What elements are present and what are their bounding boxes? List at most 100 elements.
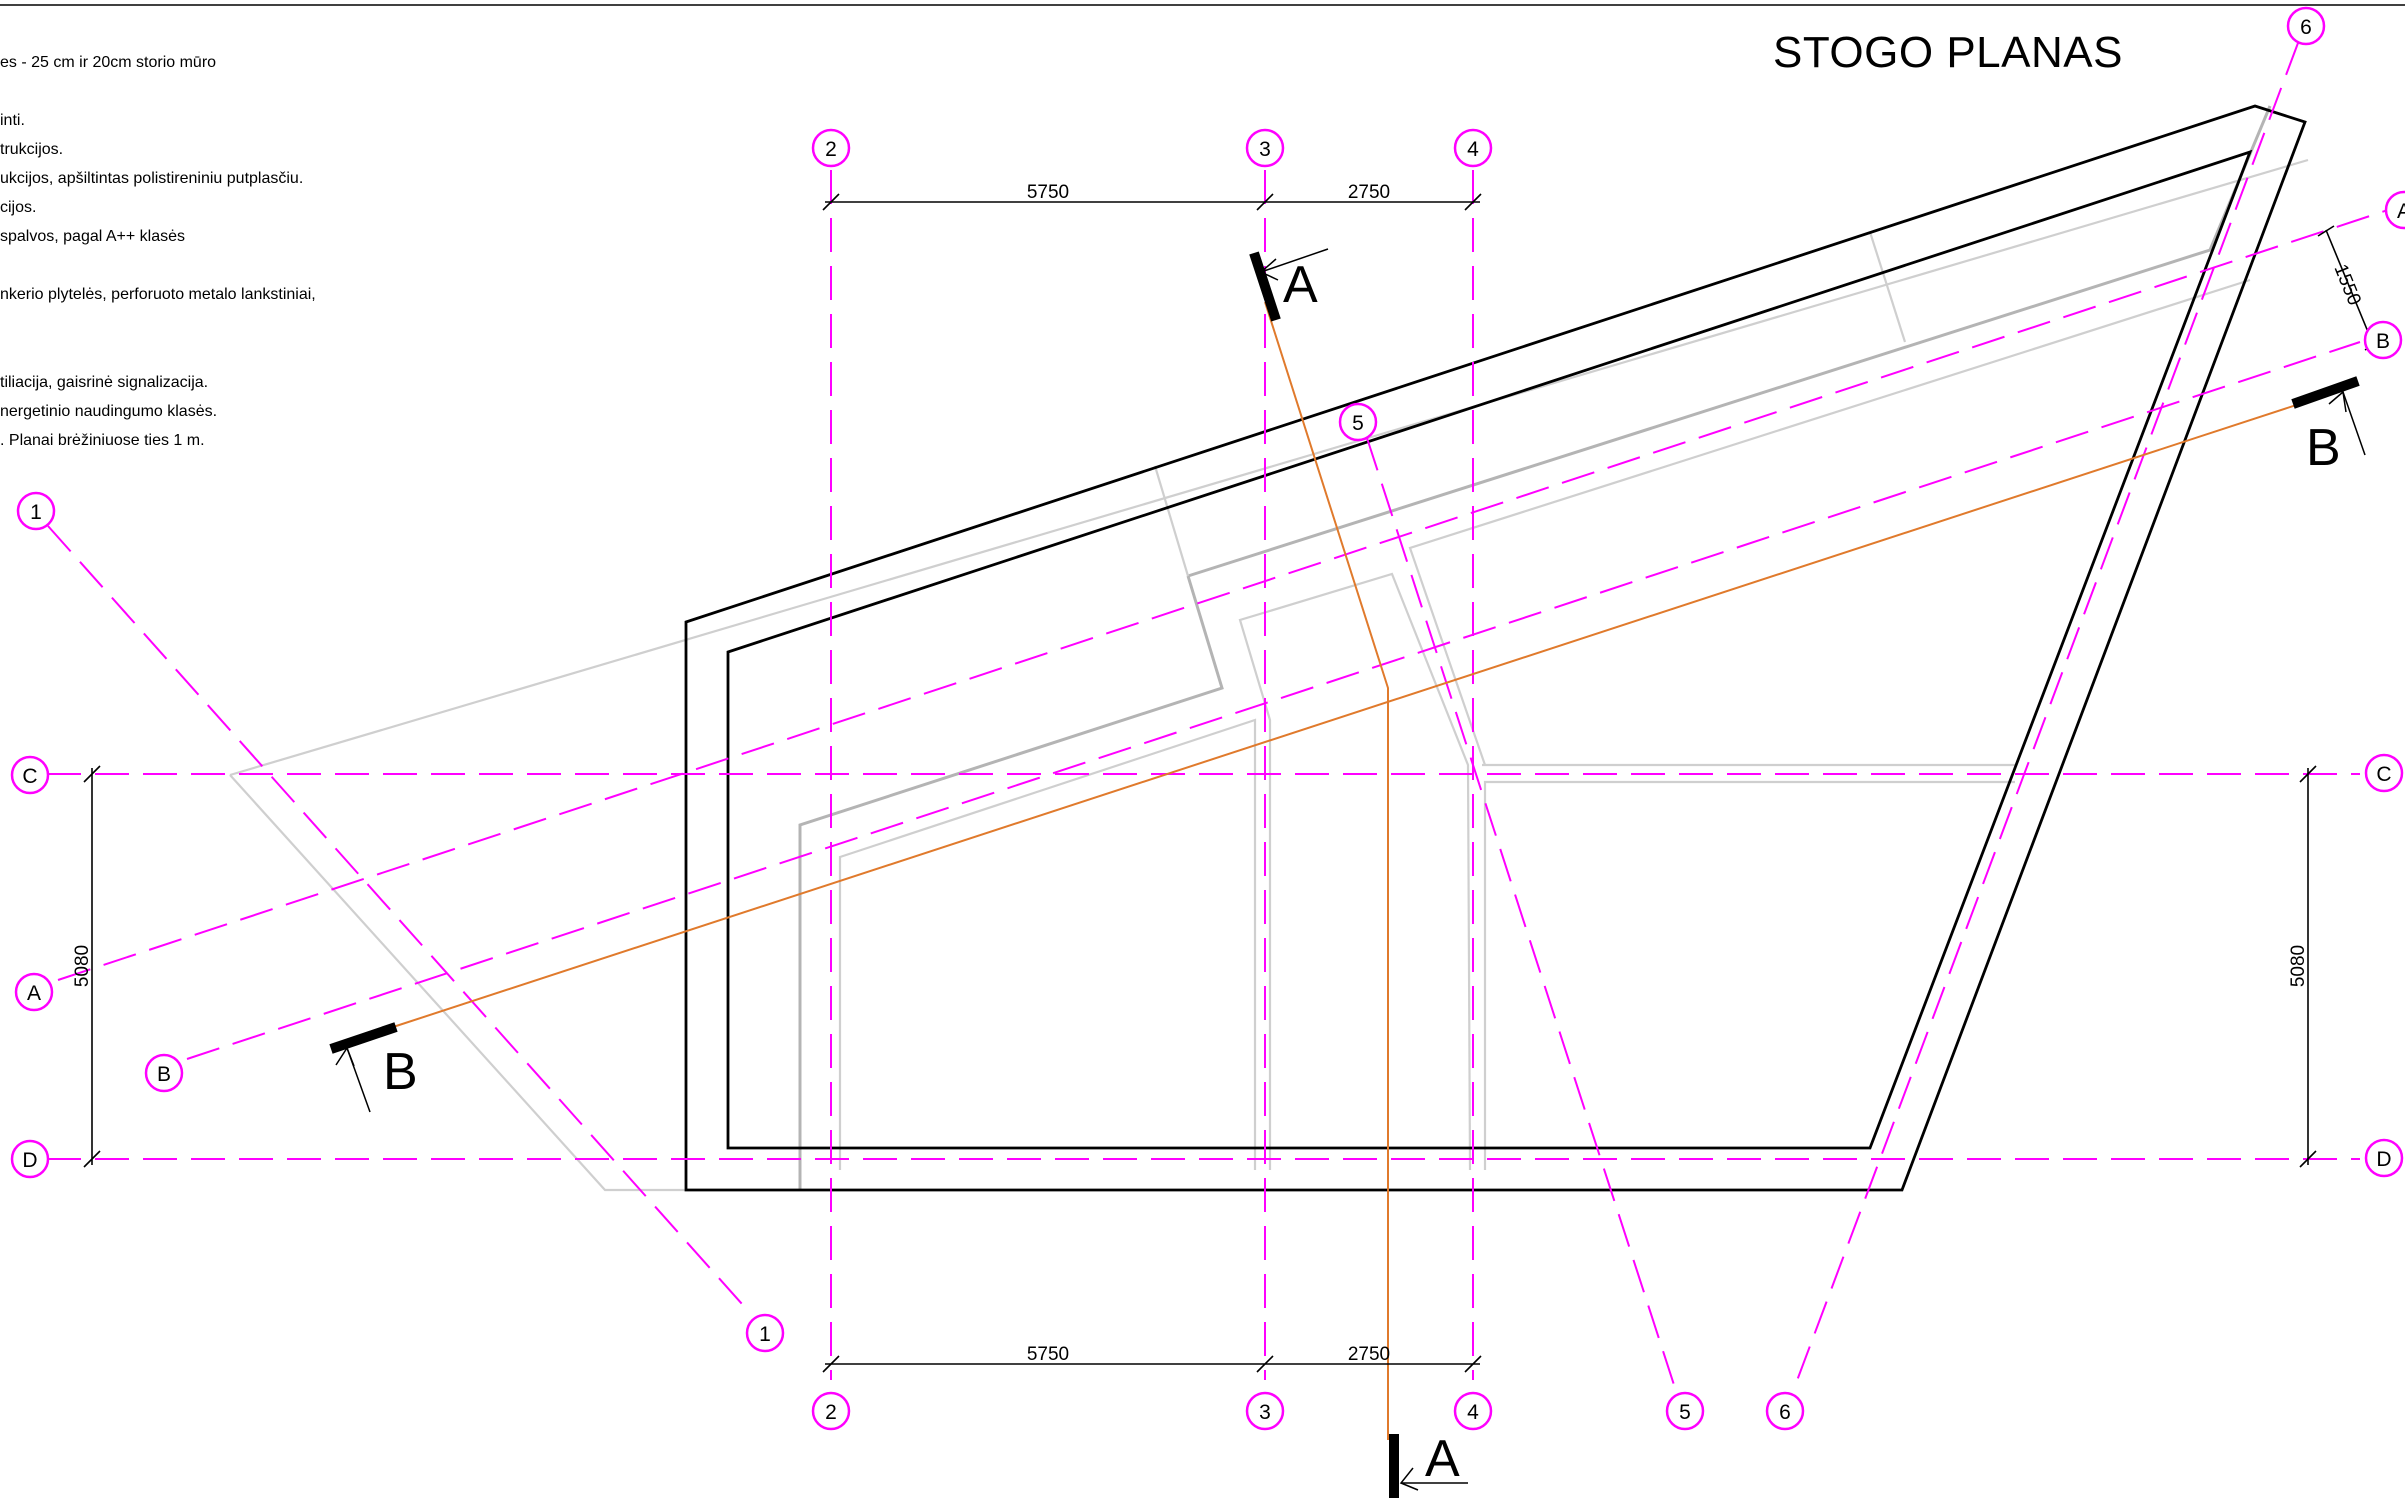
note-line-4: ukcijos, apšiltintas polistireniniu putp…	[0, 170, 304, 187]
axis-label-3-bottom: 3	[1259, 1401, 1271, 1424]
axis-label-C-right: C	[2376, 763, 2391, 786]
axis-bubble-D-left: D	[10, 1139, 50, 1179]
axis-bubble-2-bottom: 2	[811, 1391, 851, 1431]
axis-bubble-5-top: 5	[1338, 402, 1378, 442]
note-line-7: nkerio plytelės, perforuoto metalo lanks…	[0, 286, 316, 303]
dim-tick-left-d	[83, 1150, 101, 1168]
dim-tick-top-3	[1256, 193, 1274, 211]
section-marker-b-right: B	[2291, 376, 2366, 477]
roof-ridge-left	[1153, 465, 1190, 577]
dim-text-top-2-3: 5750	[1027, 182, 1069, 203]
grid-line-5	[1366, 437, 1676, 1389]
axis-label-A-right: A	[2397, 200, 2405, 223]
dim-tick-right-d	[2299, 1150, 2317, 1168]
grid-lines	[47, 42, 2389, 1389]
axis-bubble-5-bottom: 5	[1665, 1391, 1705, 1431]
axis-bubble-6-top: 6	[2286, 6, 2326, 46]
dim-tick-top-4	[1464, 193, 1482, 211]
dim-tick-bottom-4	[1464, 1355, 1482, 1373]
dim-tick-a	[2317, 225, 2335, 237]
axis-label-3-top: 3	[1259, 138, 1271, 161]
note-line-2: inti.	[0, 112, 25, 129]
axis-label-C-left: C	[22, 765, 37, 788]
section-label-b-left: B	[383, 1043, 418, 1101]
wall-room-right-upper	[1408, 278, 2251, 766]
building-outline-outer	[684, 104, 2307, 1192]
dim-text-left: 5080	[72, 945, 93, 987]
wall-inner-left	[798, 575, 1224, 1190]
axis-bubble-3-top: 3	[1245, 128, 1285, 168]
wall-room-left	[838, 718, 1257, 1170]
axis-bubble-D-right: D	[2364, 1138, 2404, 1178]
axis-bubble-6-bottom: 6	[1765, 1391, 1805, 1431]
axis-label-1-top: 1	[30, 501, 42, 524]
section-label-a-bottom: A	[1425, 1430, 1460, 1488]
roof-ridge-right	[1868, 231, 1907, 343]
drawing-title: STOGO PLANAS	[1773, 28, 2123, 77]
axis-bubble-1-top: 1	[16, 491, 56, 531]
axis-label-6-top: 6	[2300, 16, 2312, 39]
axis-label-A-left: A	[27, 982, 41, 1005]
section-lines	[389, 301, 2331, 1440]
wall-room-mid	[1238, 572, 1472, 1171]
dim-line-a-b	[2325, 229, 2374, 345]
section-arrow-a-bottom	[1399, 1467, 1419, 1491]
axis-label-2-top: 2	[825, 138, 837, 161]
axis-label-2-bottom: 2	[825, 1401, 837, 1424]
axis-label-B-right: B	[2376, 330, 2390, 353]
note-line-1: es - 25 cm ir 20cm storio mūro	[0, 54, 217, 71]
axis-bubble-1-bottom: 1	[745, 1313, 785, 1353]
section-leader-b-right	[2342, 391, 2366, 456]
section-label-b-right: B	[2306, 419, 2341, 477]
axis-label-4-bottom: 4	[1467, 1401, 1479, 1424]
dim-text-a-b: 1550	[2329, 261, 2364, 308]
note-line-3: trukcijos.	[0, 141, 64, 158]
dim-tick-bottom-2	[822, 1355, 840, 1373]
dim-text-bottom-2-3: 5750	[1027, 1344, 1069, 1365]
section-marker-b-left: B	[329, 1022, 418, 1113]
dimension-right: 5080	[2288, 765, 2317, 1168]
axis-label-B-left: B	[157, 1063, 171, 1086]
axis-label-D-right: D	[2376, 1148, 2391, 1171]
axis-bubble-A-right: A	[2384, 190, 2405, 230]
axis-bubble-4-bottom: 4	[1453, 1391, 1493, 1431]
axis-bubble-B-left: B	[144, 1053, 184, 1093]
section-bar-a-top	[1249, 251, 1281, 322]
section-marker-a-bottom: A	[1389, 1430, 1468, 1498]
dim-tick-right-c	[2299, 765, 2317, 783]
section-marker-a-top: A	[1249, 248, 1329, 322]
note-line-8: tiliacija, gaisrinė signalizacija.	[0, 374, 209, 391]
section-leader-a-top	[1260, 248, 1329, 273]
note-line-9: nergetinio naudingumo klasės.	[0, 403, 218, 420]
dimension-top: 5750 2750	[822, 182, 1482, 211]
grid-line-1	[47, 525, 751, 1314]
axis-bubble-4-top: 4	[1453, 128, 1493, 168]
axis-bubble-B-right: B	[2363, 320, 2403, 360]
grid-line-B	[186, 341, 2361, 1060]
grid-line-A	[57, 209, 2389, 981]
wall-inner-upper	[1187, 105, 2272, 578]
dimension-bottom: 5750 2750	[822, 1344, 1482, 1373]
grid-line-6	[1794, 42, 2299, 1387]
axis-bubble-C-right: C	[2364, 753, 2404, 793]
axis-label-6-bottom: 6	[1779, 1401, 1791, 1424]
section-leader-b-left	[346, 1047, 371, 1113]
wall-room-right-lower	[1483, 780, 2015, 1170]
dim-text-right: 5080	[2288, 945, 2309, 987]
axis-label-5-top: 5	[1352, 412, 1364, 435]
dim-tick-left-c	[83, 765, 101, 783]
axis-label-1-bottom: 1	[759, 1323, 771, 1346]
building-outline-inner	[726, 149, 2253, 1150]
note-line-10: . Planai brėžiniuose ties 1 m.	[0, 432, 205, 449]
axis-bubble-2-top: 2	[811, 128, 851, 168]
section-line-A	[1264, 301, 1389, 1440]
roof-contour-lower	[229, 774, 800, 1192]
section-bar-b-left	[329, 1022, 398, 1054]
dim-text-bottom-3-4: 2750	[1348, 1344, 1390, 1365]
axis-label-4-top: 4	[1467, 138, 1479, 161]
roof-contour-upper	[229, 158, 2309, 777]
axis-label-D-left: D	[22, 1149, 37, 1172]
axis-bubble-C-left: C	[10, 755, 50, 795]
dim-text-top-3-4: 2750	[1348, 182, 1390, 203]
